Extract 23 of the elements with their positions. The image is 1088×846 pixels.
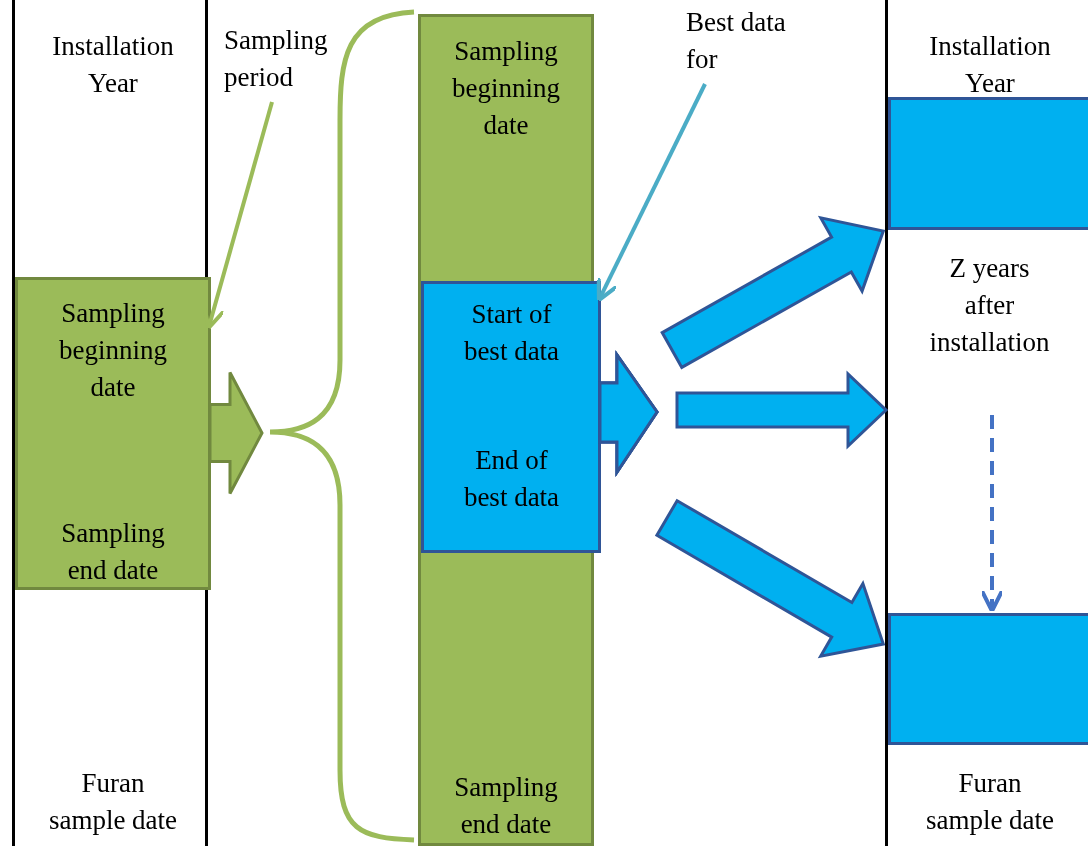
leader-line (596, 83, 707, 303)
node-label: Sampling end date (60, 517, 166, 587)
best-data-box (421, 281, 601, 553)
node-label: Furan sample date (47, 767, 179, 837)
callout-label: Sampling period (224, 24, 329, 94)
timeline-column (12, 0, 208, 846)
timeline-column (885, 0, 1088, 846)
data-block (888, 613, 1088, 745)
node-label: Installation Year (928, 30, 1052, 100)
dashed-arrow (980, 415, 1004, 613)
node-label: Sampling beginning date (58, 297, 168, 404)
callout-label: Z years after installation (928, 252, 1051, 359)
callout-label: Best data for (686, 6, 787, 76)
node-label: End of best data (462, 444, 561, 514)
node-label: Installation Year (51, 30, 175, 100)
block-arrow (598, 350, 886, 659)
node-label: Sampling beginning date (451, 35, 561, 142)
sampling-period-box (15, 277, 211, 590)
node-label: Furan sample date (924, 767, 1056, 837)
node-label: Start of best data (462, 298, 561, 368)
data-block (888, 97, 1088, 230)
node-label: Sampling end date (453, 771, 559, 841)
block-arrow (208, 371, 264, 495)
